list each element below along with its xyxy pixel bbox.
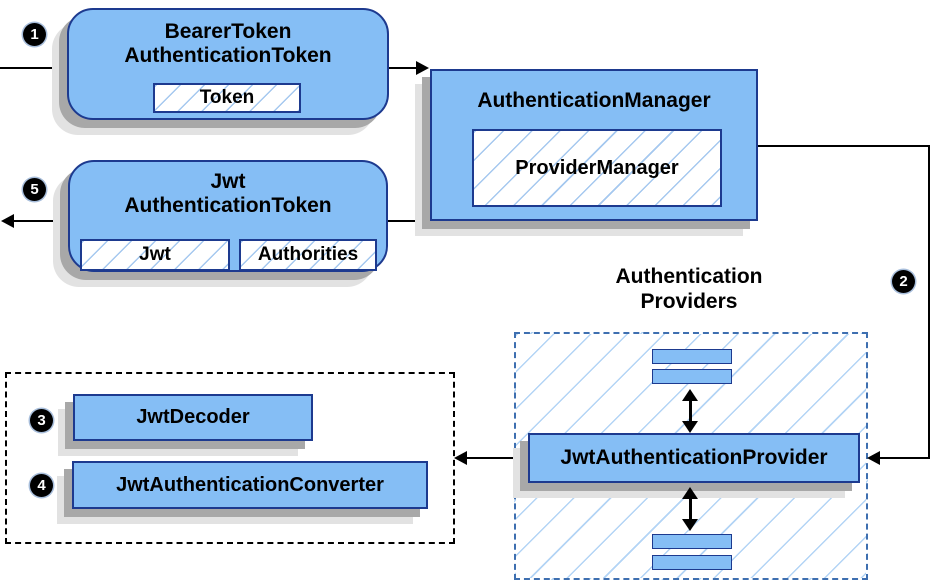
bearer-token-title-line2: AuthenticationToken (124, 44, 332, 67)
step-5-badge: 5 (23, 178, 46, 201)
connector-manager-to-jwt-token (388, 220, 431, 222)
authentication-providers-label-line1: Authentication (615, 265, 763, 288)
jwt-authentication-provider-box: JwtAuthenticationProvider (528, 433, 860, 483)
provider-placeholder-bar (652, 369, 732, 384)
jwt-token-title-line1: Jwt (210, 170, 246, 193)
arrowhead-exit-left-icon (1, 214, 14, 228)
arrowhead-into-provider-icon (867, 451, 880, 465)
authentication-manager-title: AuthenticationManager (477, 89, 711, 112)
connector-down-right-side (928, 145, 930, 459)
bearer-token-authentication-token-box: BearerToken AuthenticationToken Token (67, 8, 389, 120)
step-3-badge: 3 (30, 409, 53, 432)
connector-exit-line (13, 220, 68, 222)
authentication-providers-label: Authentication Providers (539, 264, 839, 314)
connector-entry-line (0, 67, 67, 69)
jwt-chip: Jwt (80, 239, 230, 271)
authentication-providers-label-line2: Providers (640, 290, 738, 313)
connector-bearer-to-manager (389, 67, 418, 69)
connector-manager-right (757, 145, 930, 147)
provider-placeholder-bar (652, 349, 732, 364)
provider-placeholder-bar (652, 534, 732, 549)
arrowhead-into-manager-icon (416, 61, 429, 75)
jwt-decoder-box: JwtDecoder (73, 394, 313, 441)
token-chip: Token (153, 83, 301, 113)
provider-placeholder-bar (652, 555, 732, 570)
step-2-badge: 2 (892, 270, 915, 293)
step-1-badge: 1 (23, 23, 46, 46)
arrowhead-into-decoder-group-icon (454, 451, 467, 465)
double-arrow-icon (682, 487, 698, 531)
jwt-authentication-converter-box: JwtAuthenticationConverter (72, 461, 428, 509)
authorities-chip: Authorities (239, 239, 377, 271)
jwt-token-title-line2: AuthenticationToken (124, 194, 332, 217)
bearer-token-title-line1: BearerToken (164, 20, 292, 43)
connector-provider-to-decoder-group (466, 457, 528, 459)
authentication-manager-box: AuthenticationManager ProviderManager (430, 69, 758, 221)
connector-into-provider (878, 457, 930, 459)
step-4-badge: 4 (30, 474, 53, 497)
double-arrow-icon (682, 389, 698, 433)
jwt-authentication-token-box: Jwt AuthenticationToken Jwt Authorities (68, 160, 388, 272)
provider-manager-chip: ProviderManager (472, 129, 722, 207)
